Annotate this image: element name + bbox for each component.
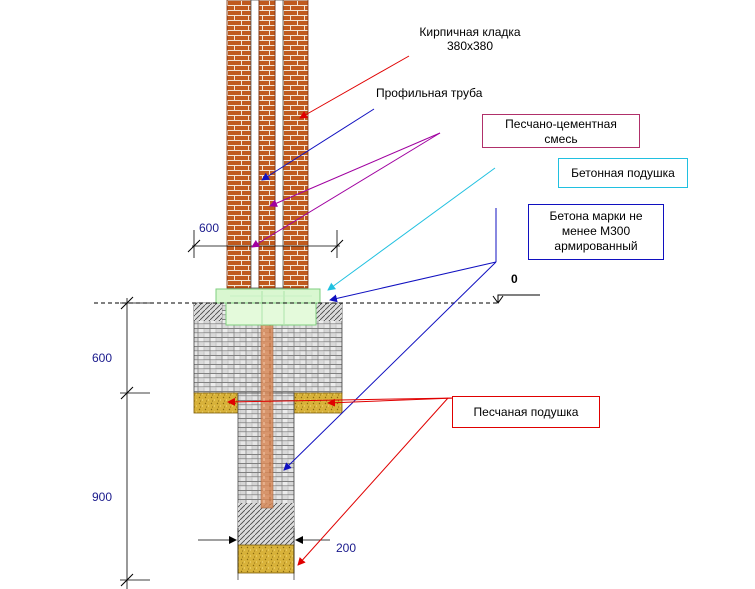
- dim-upper-depth-value: 600: [92, 351, 113, 365]
- label-mortar-line2: смесь: [544, 132, 578, 146]
- brick-pillar: [226, 0, 309, 289]
- label-mortar-box: Песчано-цементная смесь: [482, 114, 640, 148]
- dim-bottom-width-value: 200: [336, 541, 357, 555]
- leader-lines: [227, 55, 497, 566]
- rebar-pipe: [260, 317, 274, 509]
- dim-vertical: [120, 296, 150, 589]
- sand-pad-bottom: [237, 544, 295, 574]
- label-m300-line2: менее М300: [561, 224, 631, 238]
- label-concrete-pad-box: Бетонная подушка: [558, 158, 688, 188]
- label-brick-masonry: Кирпичная кладка 380x380: [409, 25, 531, 53]
- dim-top-width-value: 600: [199, 221, 220, 235]
- label-brick-line2: 380x380: [446, 39, 494, 53]
- dim-lower-depth-value: 900: [92, 490, 113, 504]
- label-m300-line3: армированный: [554, 239, 638, 253]
- concrete-pad: [215, 288, 321, 326]
- dim-top-width: [187, 230, 344, 258]
- label-m300-line1: Бетона марки не: [549, 209, 643, 223]
- label-mortar-line1: Песчано-цементная: [505, 117, 617, 131]
- label-concrete-pad: Бетонная подушка: [571, 166, 675, 180]
- foundation-block: [193, 302, 343, 574]
- sand-pad-left: [193, 392, 239, 414]
- label-sand-pad: Песчаная подушка: [473, 405, 579, 419]
- label-m300-box: Бетона марки не менее М300 армированный: [528, 204, 664, 260]
- label-sand-pad-box: Песчаная подушка: [452, 396, 600, 428]
- label-brick-line1: Кирпичная кладка: [419, 25, 521, 39]
- dim-bottom-width: [198, 528, 330, 580]
- label-zero-level: 0: [511, 272, 518, 286]
- label-profile-pipe: Профильная труба: [376, 86, 483, 100]
- zero-level-marker: [497, 294, 540, 303]
